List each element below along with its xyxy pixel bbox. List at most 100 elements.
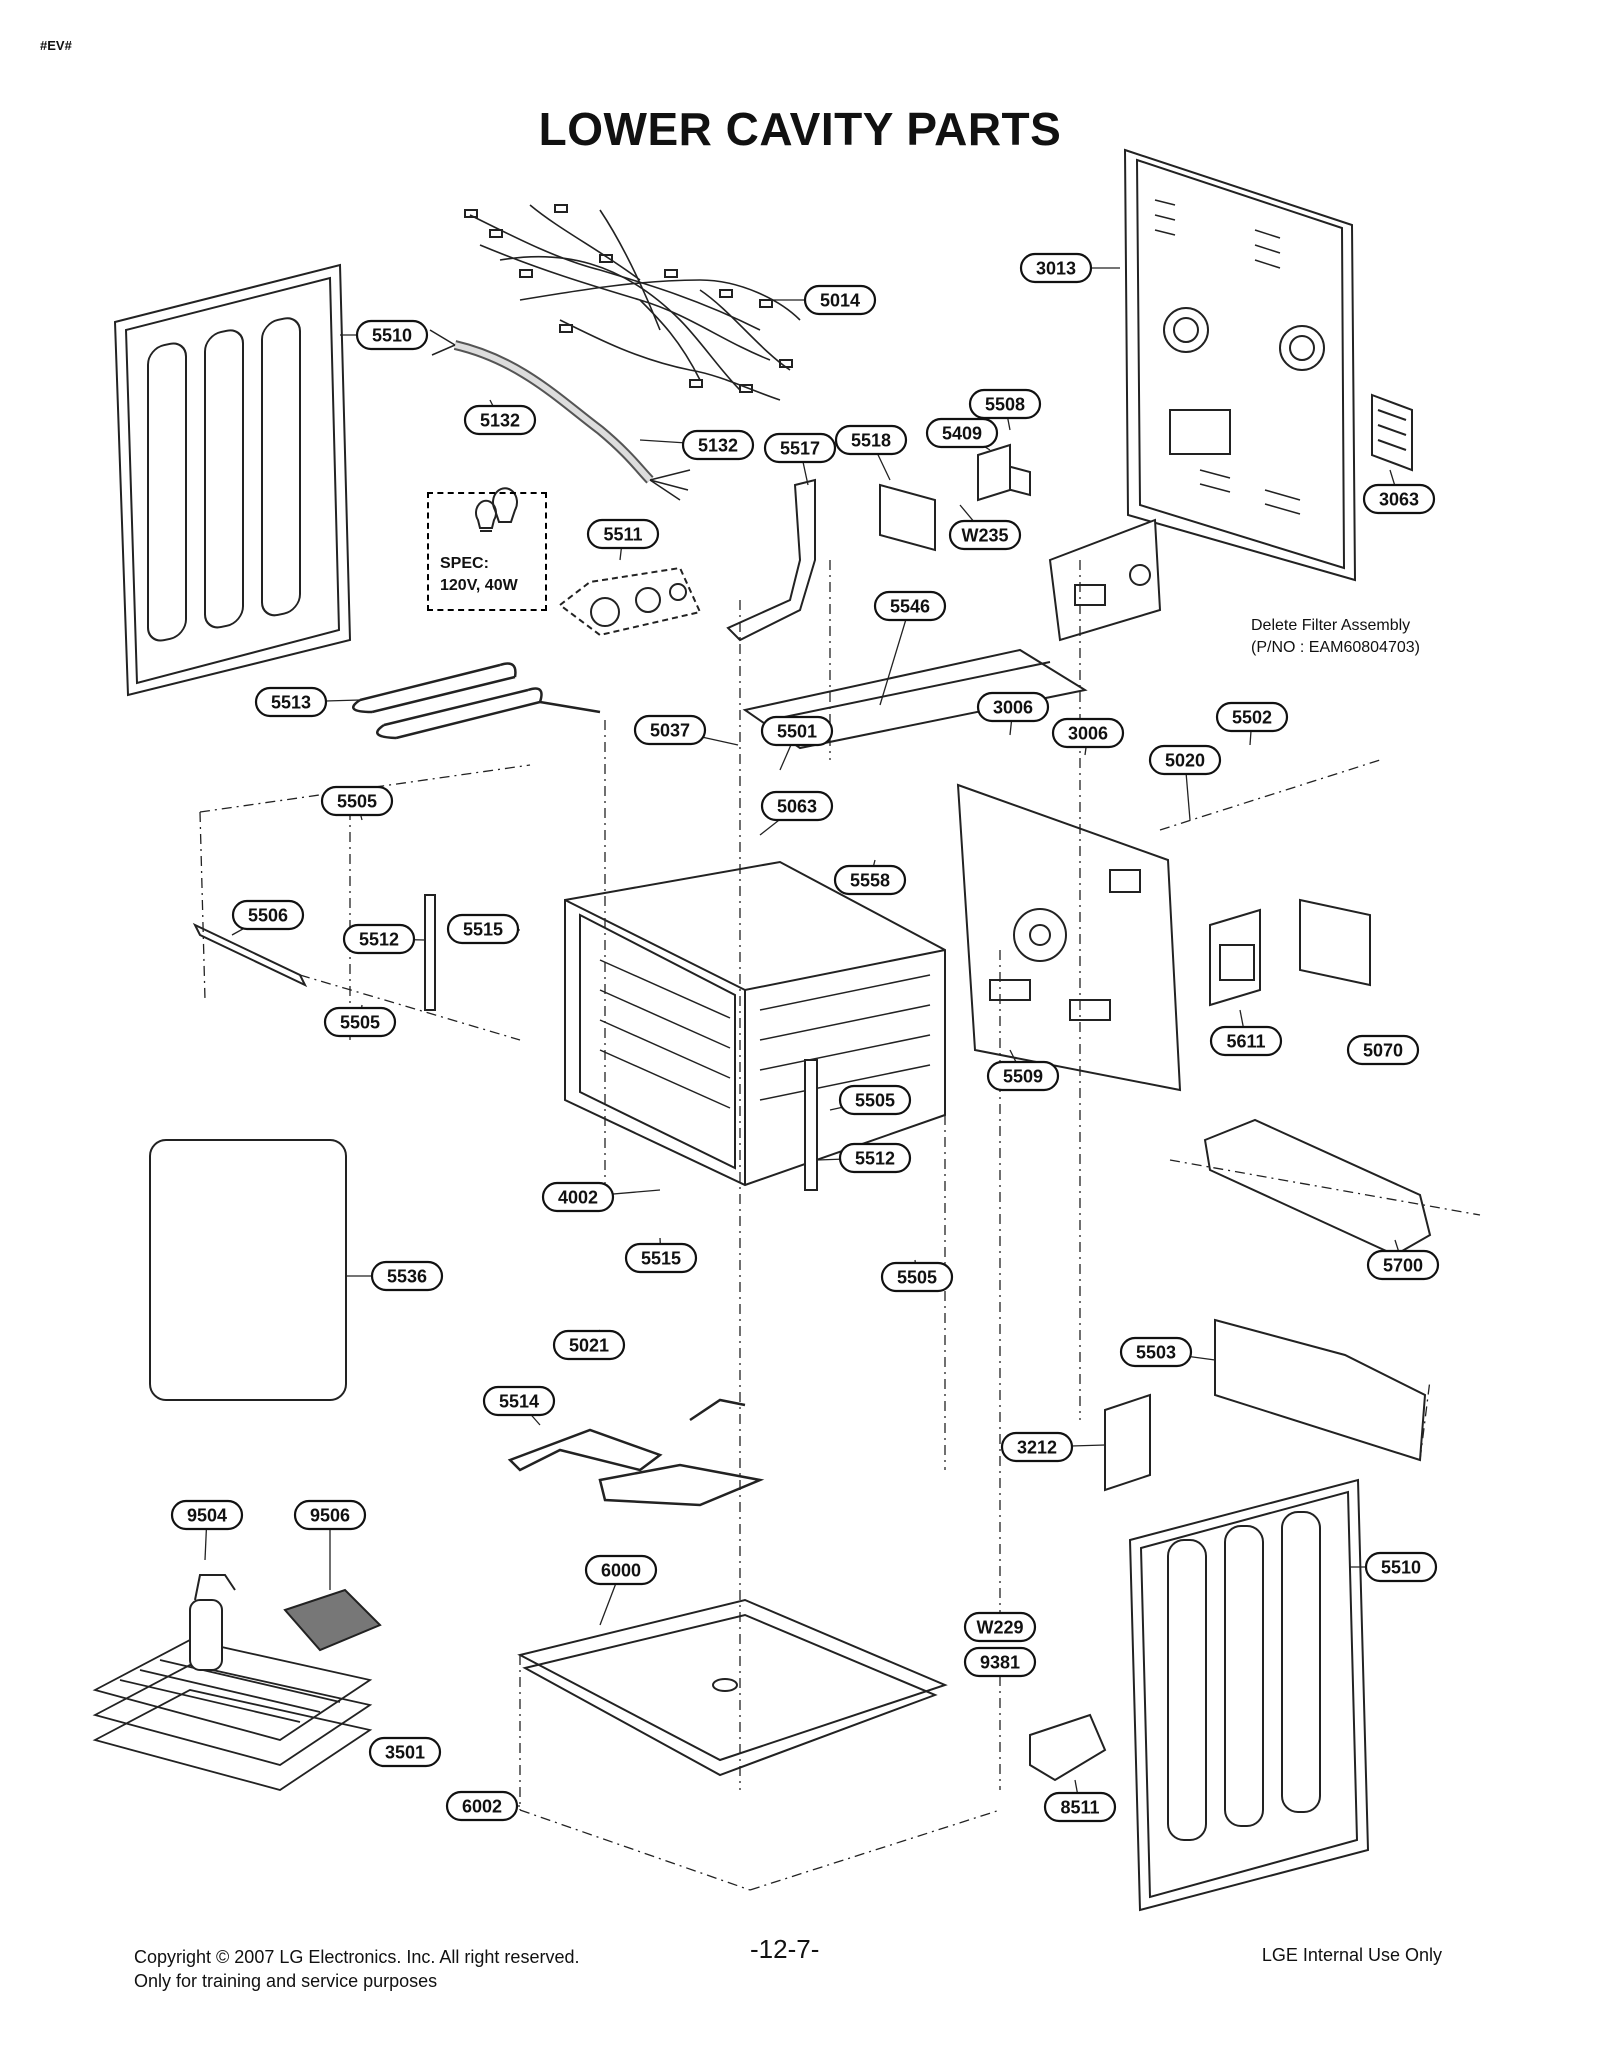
callout-bubble [880, 1261, 954, 1293]
callout-label: 3212 [1017, 1438, 1057, 1458]
part-callout-5021: 5021 [552, 1329, 626, 1361]
part-callout-5409: 5409 [925, 417, 999, 449]
filter-assembly [1048, 518, 1162, 642]
part-callout-5014: 5014 [803, 284, 877, 316]
part-callout-5508: 5508 [968, 388, 1042, 420]
part-callout-4002: 4002 [541, 1181, 615, 1213]
part-callout-5611: 5611 [1209, 1025, 1283, 1057]
part-callout-5536: 5536 [370, 1260, 444, 1292]
part-callout-5132: 5132 [681, 429, 755, 461]
callout-label: 5512 [855, 1149, 895, 1169]
callout-bubble [1364, 1551, 1438, 1583]
callout-label: 5514 [499, 1392, 539, 1412]
callout-label: 5546 [890, 597, 930, 617]
callout-bubble [873, 590, 947, 622]
part-callout-5070: 5070 [1346, 1034, 1420, 1066]
door-gasket [149, 1139, 347, 1401]
callout-label: 8511 [1060, 1798, 1099, 1818]
callout-label: 5515 [641, 1249, 681, 1269]
footer-copyright: Copyright © 2007 LG Electronics. Inc. Al… [134, 1947, 580, 1967]
callout-bubble [370, 1260, 444, 1292]
part-callout-5511: 5511 [586, 518, 660, 550]
callout-label: 3501 [385, 1743, 425, 1763]
spec-value: 120V, 40W [440, 577, 518, 594]
callout-bubble [838, 1084, 912, 1116]
callout-label: 5510 [372, 326, 412, 346]
footer-copyright-block: Copyright © 2007 LG Electronics. Inc. Al… [134, 1945, 579, 1993]
callout-bubble [1346, 1034, 1420, 1066]
callout-bubble [681, 429, 755, 461]
part-callout-5700: 5700 [1366, 1249, 1440, 1281]
part-callout-3212: 3212 [1000, 1431, 1074, 1463]
callout-label: 3006 [1068, 724, 1108, 744]
callout-bubble [760, 715, 834, 747]
callout-label: 5518 [851, 431, 891, 451]
part-callout-5514: 5514 [482, 1385, 556, 1417]
callout-bubble [463, 404, 537, 436]
part-callout-5515: 5515 [446, 913, 520, 945]
part-callout-w229: W229 [963, 1611, 1037, 1643]
callout-label: W235 [961, 526, 1008, 546]
callout-label: 5505 [337, 792, 377, 812]
part-callout-5505: 5505 [320, 785, 394, 817]
callout-bubble [803, 284, 877, 316]
spec-text: SPEC: 120V, 40W [440, 553, 518, 597]
callout-bubble [541, 1181, 615, 1213]
part-callout-5505: 5505 [880, 1261, 954, 1293]
callout-bubble [320, 785, 394, 817]
vent-cover [1371, 393, 1413, 472]
part-callout-5501: 5501 [760, 715, 834, 747]
part-callout-5513: 5513 [254, 686, 328, 718]
callout-label: 3013 [1036, 259, 1076, 279]
side-panel-right [1128, 1478, 1370, 1912]
part-callout-5512: 5512 [838, 1142, 912, 1174]
callout-label: W229 [976, 1618, 1023, 1638]
callout-bubble [1215, 701, 1289, 733]
part-callout-9506: 9506 [293, 1499, 367, 1531]
rack-guides [192, 894, 818, 1191]
fan-housing [1209, 898, 1371, 1007]
callout-label: 5503 [1136, 1343, 1176, 1363]
callout-label: 5510 [1381, 1558, 1421, 1578]
callout-bubble [368, 1736, 442, 1768]
part-callout-5546: 5546 [873, 590, 947, 622]
callout-label: 5513 [271, 693, 311, 713]
callout-label: 5511 [603, 525, 642, 545]
callout-bubble [963, 1646, 1037, 1678]
part-callout-w235: W235 [948, 519, 1022, 551]
part-callout-3006: 3006 [1051, 717, 1125, 749]
callout-label: 5070 [1363, 1041, 1403, 1061]
part-callout-5505: 5505 [323, 1006, 397, 1038]
side-panel-left [113, 263, 352, 697]
callout-bubble [925, 417, 999, 449]
callout-bubble [986, 1060, 1060, 1092]
callout-bubble [586, 518, 660, 550]
callout-label: 9504 [187, 1506, 227, 1526]
filter-note-text: Delete Filter Assembly [1251, 617, 1411, 634]
callout-bubble [552, 1329, 626, 1361]
part-callout-5502: 5502 [1215, 701, 1289, 733]
callout-label: 5611 [1226, 1032, 1265, 1052]
part-callout-5037: 5037 [633, 714, 707, 746]
callout-label: 6002 [462, 1797, 502, 1817]
part-callout-5506: 5506 [231, 899, 305, 931]
bottom-panel [517, 1598, 948, 1777]
bulb-icon [475, 499, 497, 532]
broil-element [352, 662, 601, 740]
callout-label: 5536 [387, 1267, 427, 1287]
page-title: LOWER CAVITY PARTS [538, 103, 1062, 155]
callout-bubble [1051, 717, 1125, 749]
callout-bubble [1119, 1336, 1193, 1368]
callout-bubble [584, 1554, 658, 1586]
callout-bubble [293, 1499, 367, 1531]
part-callout-9381: 9381 [963, 1646, 1037, 1678]
callout-bubble [231, 899, 305, 931]
callout-bubble [833, 864, 907, 896]
callout-bubble [1209, 1025, 1283, 1057]
callout-label: 5063 [777, 797, 817, 817]
callout-bubble [763, 432, 837, 464]
hinge-bracket [1029, 1713, 1107, 1782]
callout-label: 5558 [850, 871, 890, 891]
